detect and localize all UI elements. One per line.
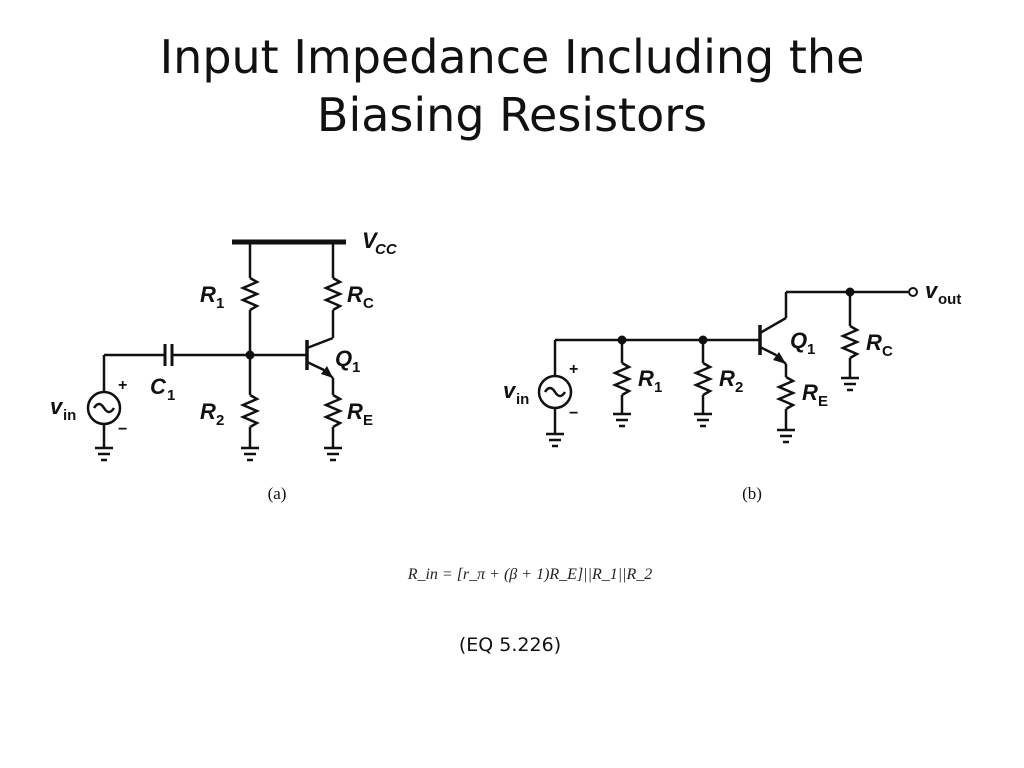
minus-sign-b: − (569, 405, 578, 422)
plus-sign-a: + (118, 377, 127, 394)
q1-label-main-b: Q (790, 328, 807, 353)
ground-re-a (322, 440, 344, 462)
circuit-a (86, 239, 346, 442)
c1-label-main-a: C (150, 374, 167, 399)
q1-label-main-a: Q (335, 346, 352, 371)
emitter-arrow-b (773, 352, 786, 364)
vin-label-sub-a: in (63, 407, 76, 424)
r1-label-sub-b: 1 (654, 379, 662, 396)
re-resistor-b (775, 375, 797, 411)
re-resistor-a (322, 393, 344, 429)
ground-re-b (775, 422, 797, 444)
slide-title: Input Impedance Including the Biasing Re… (0, 28, 1024, 144)
vout-label-sub: out (938, 291, 961, 308)
r1-resistor-b (611, 361, 633, 397)
rc-resistor-a (322, 276, 344, 312)
r1-label-sub-a: 1 (216, 295, 224, 312)
c1-label-sub-a: 1 (167, 387, 175, 404)
equation-reference: (EQ 5.226) (458, 634, 562, 656)
vin-label-main-a: v (50, 394, 64, 419)
vin-label-sub-b: in (516, 391, 529, 408)
caption-a: (a) (268, 484, 287, 503)
ground-rc-b (839, 370, 861, 392)
vout-label-main: v (925, 278, 939, 303)
ground-r1-b (611, 406, 633, 428)
re-label-sub-b: E (818, 393, 828, 410)
r1-resistor-a (239, 276, 261, 312)
input-impedance-equation: R_in = [r_π + (β + 1)R_E]||R_1||R_2 (407, 566, 653, 583)
ground-vin-b (544, 426, 566, 448)
rc-label-main-a: R (347, 282, 363, 307)
minus-sign-a: − (118, 421, 127, 438)
r1-label-main-b: R (638, 366, 654, 391)
r2-label-sub-a: 2 (216, 412, 224, 429)
r2-label-main-a: R (200, 399, 216, 424)
rc-label-main-b: R (866, 330, 882, 355)
rc-resistor-b (839, 324, 861, 360)
caption-b: (b) (742, 484, 762, 503)
re-label-sub-a: E (363, 412, 373, 429)
emitter-arrow-a (321, 366, 333, 378)
vout-terminal (908, 287, 918, 297)
node-r1-b (617, 335, 627, 345)
r2-label-main-b: R (719, 366, 735, 391)
ground-r2-a (239, 440, 261, 462)
plus-sign-b: + (569, 361, 578, 378)
vin-label-main-b: v (503, 378, 517, 403)
vcc-label-main: V (362, 228, 379, 253)
rc-label-sub-a: C (363, 295, 374, 312)
vcc-label-sub: CC (375, 241, 398, 258)
node-rc-b (845, 287, 855, 297)
q1-label-sub-b: 1 (807, 341, 815, 358)
title-line-1: Input Impedance Including the (159, 30, 865, 84)
title-line-2: Biasing Resistors (316, 88, 708, 142)
circuit-b (537, 287, 918, 428)
r2-resistor-b (692, 361, 714, 397)
base-node-a (245, 350, 255, 360)
node-r2-b (698, 335, 708, 345)
r2-label-sub-b: 2 (735, 379, 743, 396)
r2-resistor-a (239, 393, 261, 429)
rc-label-sub-b: C (882, 343, 893, 360)
q1-label-sub-a: 1 (352, 359, 360, 376)
r1-label-main-a: R (200, 282, 216, 307)
ground-r2-b (692, 406, 714, 428)
re-label-main-a: R (347, 399, 363, 424)
ground-vin-a (93, 440, 115, 462)
re-label-main-b: R (802, 380, 818, 405)
